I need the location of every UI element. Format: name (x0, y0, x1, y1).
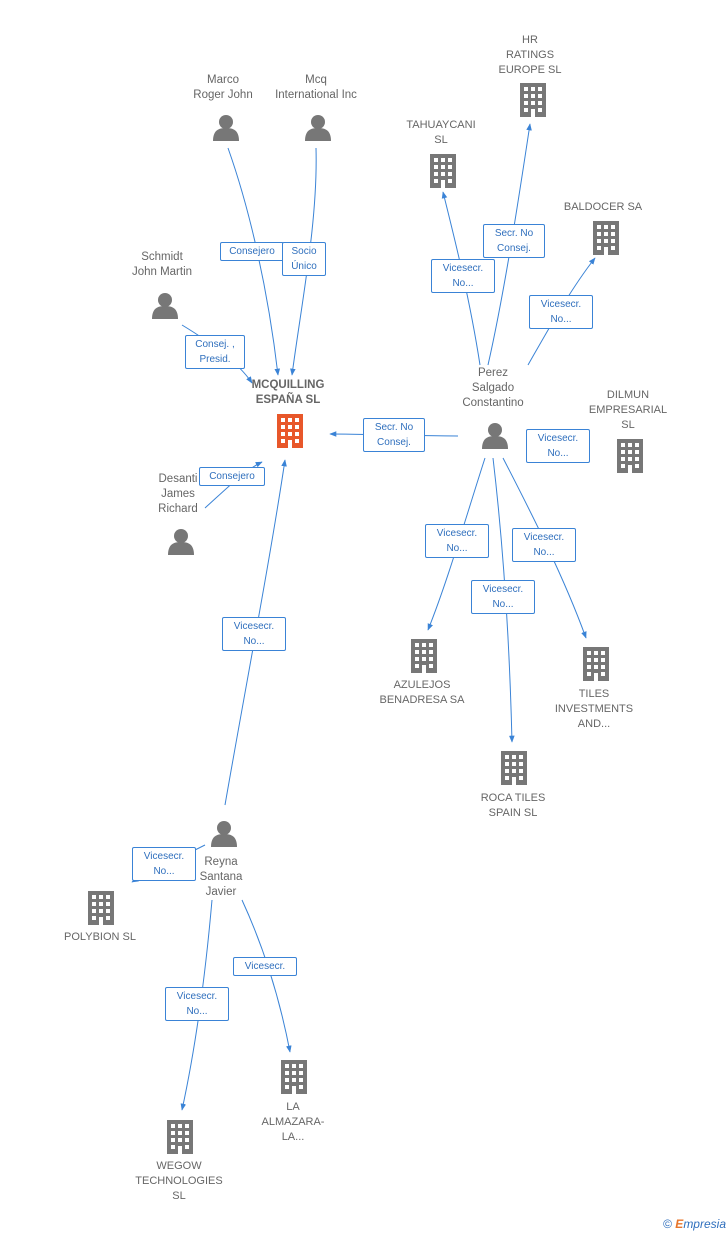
edge-label[interactable]: Vicesecr. No... (425, 524, 489, 558)
edge-label[interactable]: Vicesecr. No... (471, 580, 535, 614)
node-label-marco[interactable]: Marco Roger John (193, 74, 253, 101)
building-icon[interactable] (411, 639, 437, 673)
person-icon[interactable] (211, 821, 237, 847)
edge-label[interactable]: Vicesecr. (233, 957, 297, 976)
person-icon[interactable] (482, 423, 508, 449)
node-label-schmidt[interactable]: Schmidt John Martin (131, 251, 193, 278)
person-icon[interactable] (168, 529, 194, 555)
brand-footer: © Empresia (663, 1217, 726, 1231)
building-icon[interactable] (520, 83, 546, 117)
node-label-hr[interactable]: HR RATINGS EUROPE SL (498, 34, 562, 76)
building-icon[interactable] (593, 221, 619, 255)
edge-label[interactable]: Consej. , Presid. (185, 335, 245, 369)
node-label-mcquilling[interactable]: MCQUILLING ESPAÑA SL (251, 379, 325, 406)
building-icon[interactable] (167, 1120, 193, 1154)
edge-label[interactable]: Consejero (220, 242, 284, 261)
edge-label[interactable]: Secr. No Consej. (363, 418, 425, 452)
node-label-almazara[interactable]: LA ALMAZARA- LA... (261, 1101, 325, 1143)
node-label-roca[interactable]: ROCA TILES SPAIN SL (480, 792, 546, 819)
edge-label[interactable]: Secr. No Consej. (483, 224, 545, 258)
edge-reyna-almazara (241, 899, 292, 1053)
building-icon[interactable] (617, 439, 643, 473)
node-label-tahuaycani[interactable]: TAHUAYCANI SL (406, 119, 476, 146)
node-label-desanti[interactable]: Desanti James Richard (158, 473, 198, 515)
node-label-baldocer[interactable]: BALDOCER SA (563, 201, 643, 213)
person-icon[interactable] (152, 293, 178, 319)
building-icon[interactable] (281, 1060, 307, 1094)
brand-name: mpresia (683, 1217, 726, 1231)
person-icon[interactable] (213, 115, 239, 141)
edge-label[interactable]: Vicesecr. No... (222, 617, 286, 651)
edge-label[interactable]: Socio Único (282, 242, 326, 276)
person-icon[interactable] (305, 115, 331, 141)
edge-label[interactable]: Consejero (199, 467, 265, 486)
node-label-mcq[interactable]: Mcq International Inc (275, 74, 357, 101)
building-icon[interactable] (501, 751, 527, 785)
building-icon[interactable] (88, 891, 114, 925)
focus-company-building-icon[interactable] (277, 414, 303, 448)
node-label-azulejos[interactable]: AZULEJOS BENADRESA SA (379, 679, 465, 706)
brand-logo-e: E (675, 1217, 684, 1231)
edge-label[interactable]: Vicesecr. No... (132, 847, 196, 881)
edge-label[interactable]: Vicesecr. No... (529, 295, 593, 329)
node-label-tiles[interactable]: TILES INVESTMENTS AND... (554, 688, 634, 730)
node-label-perez[interactable]: Perez Salgado Constantino (462, 367, 524, 409)
building-icon[interactable] (430, 154, 456, 188)
edge-label[interactable]: Vicesecr. No... (512, 528, 576, 562)
node-label-dilmun[interactable]: DILMUN EMPRESARIAL SL (588, 389, 668, 431)
node-label-wegow[interactable]: WEGOW TECHNOLOGIES SL (135, 1160, 223, 1202)
edge-label[interactable]: Vicesecr. No... (526, 429, 590, 463)
edge-label[interactable]: Vicesecr. No... (165, 987, 229, 1021)
building-icon[interactable] (583, 647, 609, 681)
edge-label[interactable]: Vicesecr. No... (431, 259, 495, 293)
node-label-polybion[interactable]: POLYBION SL (64, 931, 136, 943)
node-label-reyna[interactable]: Reyna Santana Javier (199, 856, 243, 898)
copyright-symbol: © (663, 1217, 672, 1231)
